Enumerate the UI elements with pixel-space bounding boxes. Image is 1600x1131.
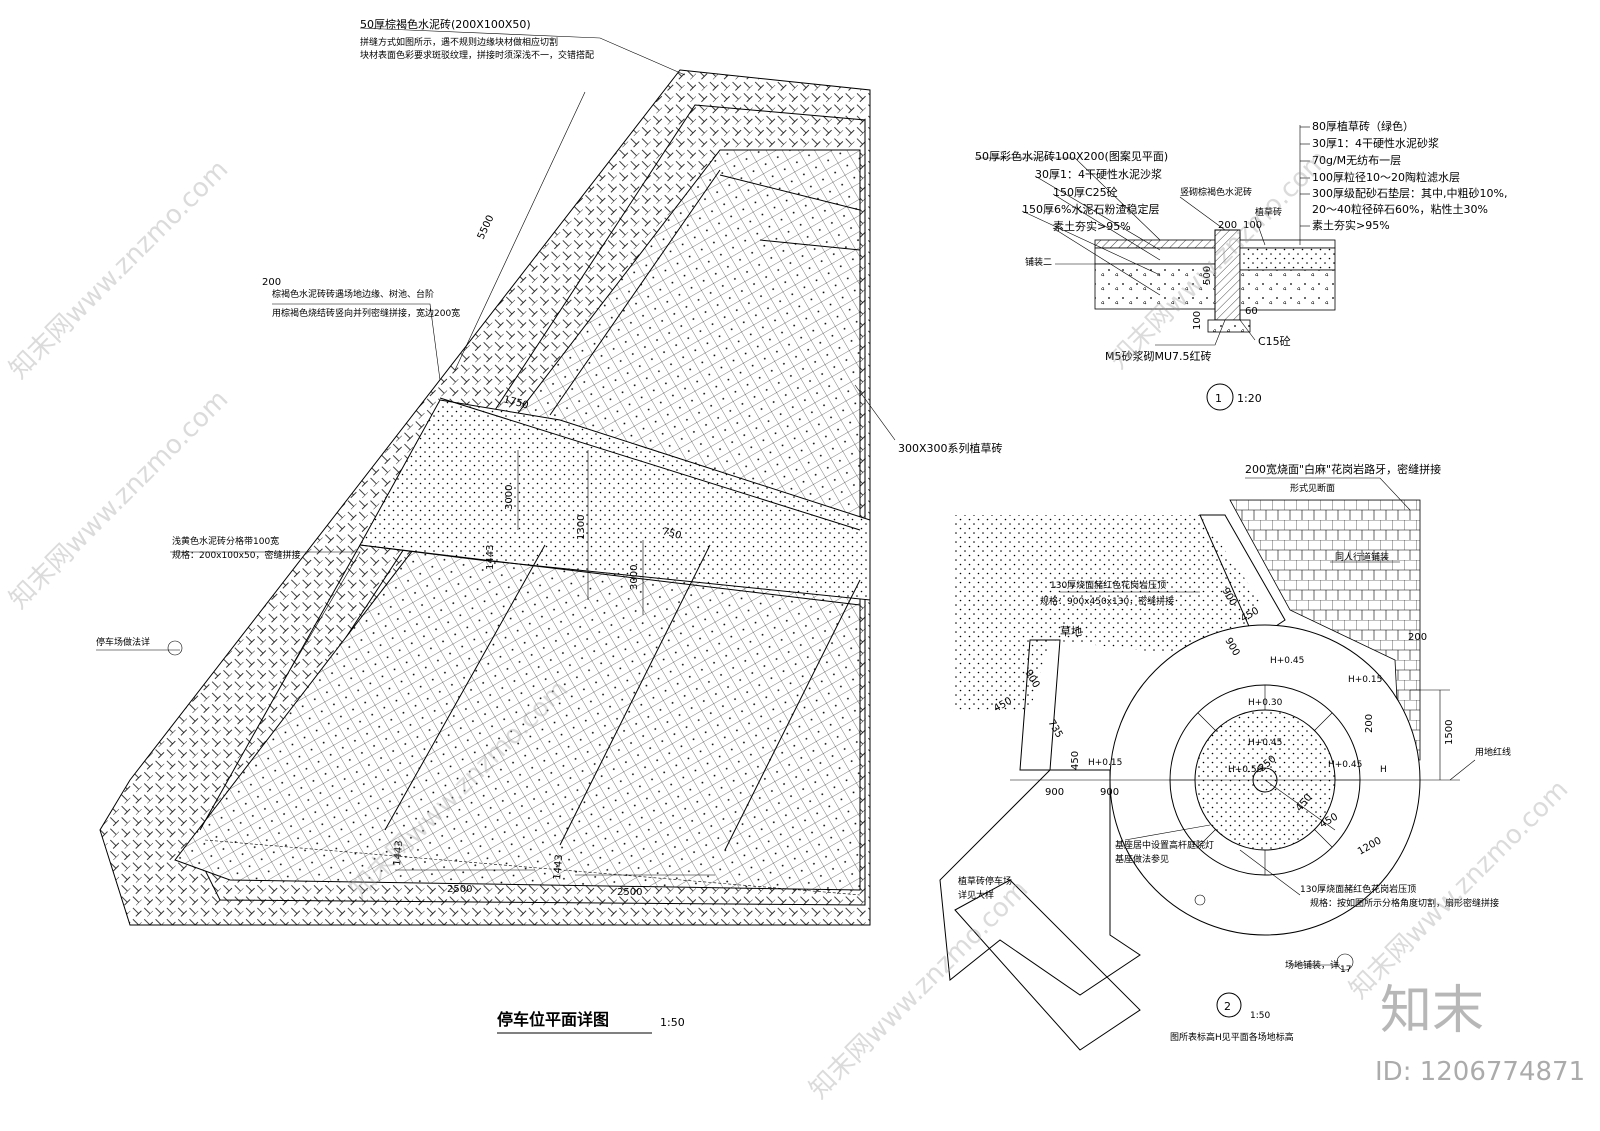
note-grass-brick: 300X300系列植草砖 bbox=[898, 441, 1003, 455]
label-c15: C15砼 bbox=[1258, 335, 1291, 348]
elev-6: H+0.45 bbox=[1328, 760, 1362, 770]
layer-right-3: 70g/M无纺布一层 bbox=[1312, 153, 1401, 167]
dim-3000b: 3000 bbox=[629, 565, 640, 590]
note-yellow-2: 规格：200x100x50，密缝拼接 bbox=[172, 549, 300, 561]
note-parking-2: 详见大样 bbox=[958, 889, 994, 901]
elev-2: H+0.15 bbox=[1088, 758, 1122, 768]
label-grass: 植草砖 bbox=[1255, 206, 1282, 218]
detail-footnote: 图所表标高H见平面各场地标高 bbox=[1170, 1031, 1294, 1043]
dim-2500b: 2500 bbox=[617, 887, 642, 898]
sec-dim-100b: 100 bbox=[1192, 311, 1203, 330]
layer-left-2: 30厚1：4干硬性水泥沙浆 bbox=[1035, 167, 1162, 181]
watermark-id: ID: 1206774871 bbox=[1375, 1057, 1585, 1087]
layer-right-6: 20～40粒径碎石60%，粘性土30% bbox=[1312, 202, 1488, 216]
note-site-paving: 场地铺装，详 bbox=[1285, 959, 1339, 971]
elev-1: H+0.45 bbox=[1270, 656, 1304, 666]
plan-title: 停车位平面详图 bbox=[497, 1010, 609, 1029]
elev-7: H+0.15 bbox=[1348, 675, 1382, 685]
note-boundary: 用地红线 bbox=[1475, 746, 1511, 758]
dim-3000a: 3000 bbox=[504, 485, 515, 510]
note-granite-edge-2: 形式见断面 bbox=[1290, 482, 1335, 494]
curb-brick bbox=[1214, 229, 1241, 321]
det-dim-200a: 200 bbox=[1364, 714, 1375, 733]
elev-8: H bbox=[1380, 765, 1387, 775]
section-marker: 1 bbox=[1215, 392, 1222, 405]
note-top-brick-3: 块材表面色彩要求斑驳纹理，拼接时须深浅不一，交错搭配 bbox=[360, 49, 594, 61]
dim-2500a: 2500 bbox=[447, 884, 472, 895]
note-parking-ref: 停车场做法详 bbox=[96, 636, 150, 648]
label-curb: 竖砌棕褐色水泥砖 bbox=[1180, 186, 1252, 198]
dim-1443c: 1443 bbox=[485, 545, 496, 570]
dim-200: 200 bbox=[262, 277, 281, 288]
note-lawn: 草地 bbox=[1060, 625, 1082, 638]
dim-750: 750 bbox=[661, 526, 682, 542]
layer-right-4: 100厚粒径10～20陶粒滤水层 bbox=[1312, 170, 1460, 184]
elev-3: H+0.30 bbox=[1248, 698, 1283, 708]
note-yellow-1: 浅黄色水泥砖分格带100宽 bbox=[172, 535, 279, 547]
layer-right-7: 素土夯实>95% bbox=[1312, 218, 1390, 232]
dim-1300: 1300 bbox=[576, 515, 587, 540]
layer-right-5: 300厚级配砂石垫层：其中,中粗砂10%, bbox=[1312, 186, 1507, 200]
detail-scale: 1:50 bbox=[1250, 1011, 1270, 1021]
sec-dim-500: 500 bbox=[1202, 266, 1213, 285]
plaza-detail-2: 200宽烧面"白麻"花岗岩路牙，密缝拼接 形式见断面 同人行道铺装 130厚烧面… bbox=[939, 462, 1511, 1051]
det-dim-1500: 1500 bbox=[1444, 720, 1455, 745]
note-fan-2: 规格：按如图所示分格角度切割，扇形密缝拼接 bbox=[1310, 897, 1499, 909]
note-granite-edge: 200宽烧面"白麻"花岗岩路牙，密缝拼接 bbox=[1245, 462, 1441, 476]
elev-4: H+0.45 bbox=[1248, 738, 1282, 748]
layer-right-2: 30厚1：4干硬性水泥砂浆 bbox=[1312, 136, 1439, 150]
layer-left-4: 150厚6%水泥石粉渣稳定层 bbox=[1022, 202, 1159, 216]
det-dim-900e: 900 bbox=[1100, 787, 1119, 798]
label-mortar: M5砂浆砌MU7.5红砖 bbox=[1105, 349, 1212, 363]
note-red-granite: 130厚烧面赭红色花岗岩压顶 bbox=[1050, 579, 1166, 591]
sec-dim-100: 100 bbox=[1243, 220, 1262, 231]
note-fan-1: 130厚烧面赭红色花岗岩压顶 bbox=[1300, 883, 1416, 895]
note-sheet: 17 bbox=[1340, 965, 1351, 975]
layer-left-3: 150厚C25砼 bbox=[1053, 186, 1118, 199]
note-edge-2: 用棕褐色烧结砖竖向并列密缝拼接，宽边200宽 bbox=[272, 307, 460, 319]
label-paving: 铺装二 bbox=[1025, 256, 1052, 268]
note-parking-1: 植草砖停车场 bbox=[958, 875, 1012, 887]
watermark-site-1: 知末网www.znzmo.com bbox=[4, 154, 235, 385]
note-top-brick: 50厚棕褐色水泥砖(200X100X50) bbox=[360, 17, 531, 31]
plan-scale: 1:50 bbox=[660, 1016, 685, 1029]
lawn-area bbox=[955, 515, 1260, 710]
note-lamp-1: 基座居中设置高杆庭院灯 bbox=[1115, 839, 1214, 851]
elev-5: H+0.56 bbox=[1228, 765, 1263, 775]
det-dim-735: 735 bbox=[1045, 718, 1064, 740]
parking-plan: 50厚棕褐色水泥砖(200X100X50) 拼缝方式如图所示，遇不规则边缘块材做… bbox=[96, 17, 1003, 1034]
layer-left-1: 50厚彩色水泥砖100X200(图案见平面) bbox=[975, 149, 1168, 163]
section-scale: 1:20 bbox=[1237, 392, 1262, 405]
layer-left-5: 素土夯实>95% bbox=[1053, 219, 1131, 233]
section-detail-1: 50厚彩色水泥砖100X200(图案见平面) 30厚1：4干硬性水泥沙浆 150… bbox=[975, 119, 1507, 411]
det-dim-900d: 900 bbox=[1045, 787, 1064, 798]
det-dim-200b: 200 bbox=[1408, 632, 1427, 643]
note-edge-1: 棕褐色水泥砖砖遇场地边缘、树池、台阶 bbox=[272, 288, 434, 300]
note-top-brick-2: 拼缝方式如图所示，遇不规则边缘块材做相应切割 bbox=[360, 36, 558, 48]
note-sidewalk: 同人行道铺装 bbox=[1335, 551, 1389, 563]
sec-dim-200: 200 bbox=[1218, 220, 1237, 231]
dim-5500: 5500 bbox=[476, 214, 497, 242]
detail-marker: 2 bbox=[1224, 1000, 1231, 1013]
watermark-site-2: 知末网www.znzmo.com bbox=[4, 384, 235, 615]
det-dim-450c: 450 bbox=[1070, 751, 1081, 770]
note-red-granite-2: 规格：900x450x130，密缝拼接 bbox=[1040, 595, 1174, 607]
note-lamp-2: 基座做法参见 bbox=[1115, 853, 1169, 865]
layer-right-1: 80厚植草砖（绿色） bbox=[1312, 119, 1414, 133]
dim-1443b: 1443 bbox=[552, 854, 565, 880]
dim-1443a: 1443 bbox=[392, 840, 405, 866]
sec-dim-60: 60 bbox=[1245, 306, 1258, 317]
watermark-logo: 知末 bbox=[1380, 981, 1484, 1041]
